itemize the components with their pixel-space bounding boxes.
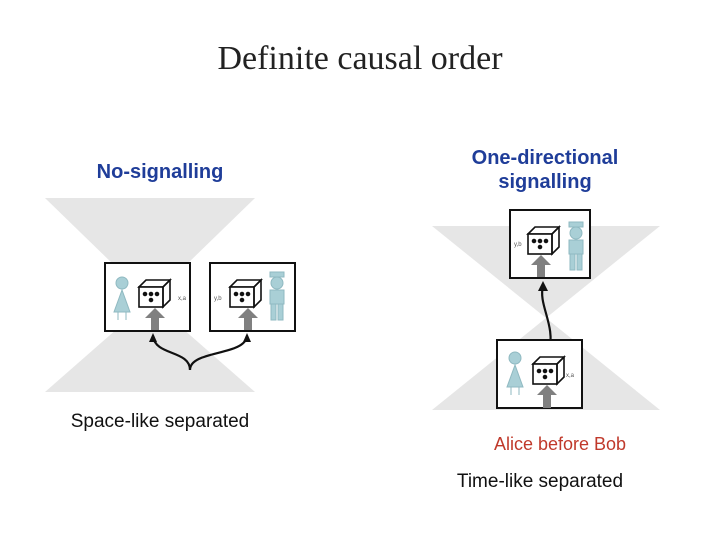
- right-caption: Time-like separated: [456, 471, 624, 492]
- left-cone-bottom: [45, 300, 255, 392]
- left-bob-input-arrow: [238, 308, 258, 330]
- right-ordering-caption: Alice before Bob: [493, 434, 627, 454]
- left-heading-text: No-signalling: [96, 161, 224, 183]
- right-heading: One-directional signalling: [430, 146, 660, 194]
- left-common-cause-curves: [149, 333, 251, 371]
- left-heading: No-signalling: [60, 160, 260, 184]
- left-alice-frame: [104, 262, 191, 332]
- right-bob-box-label: y,b: [514, 242, 522, 248]
- left-caption: Space-like separated: [70, 411, 250, 432]
- page-title: Definite causal order: [217, 40, 503, 77]
- right-alice-input-arrow: [537, 385, 557, 408]
- right-alice-frame: [496, 339, 583, 409]
- right-bob-frame: [509, 209, 591, 279]
- right-alice-box-icon: [531, 355, 566, 386]
- right-bob-figure: [568, 221, 584, 271]
- right-heading-line2: signalling: [498, 171, 592, 193]
- left-alice-input-arrow: [145, 308, 165, 330]
- right-heading-line1: One-directional: [471, 147, 619, 169]
- left-alice-figure: [113, 276, 131, 320]
- left-bob-box-label: y,b: [214, 296, 222, 302]
- left-bob-figure: [269, 271, 285, 321]
- left-bob-box-icon: [228, 278, 263, 309]
- right-bob-box-icon: [526, 225, 561, 256]
- right-bob-input-arrow: [531, 255, 551, 277]
- left-alice-box-label: x,a: [178, 296, 187, 302]
- right-alice-figure: [506, 351, 524, 395]
- right-alice-box-label: x,a: [566, 373, 575, 379]
- left-cone-top: [45, 198, 255, 300]
- left-bob-frame: [209, 262, 296, 332]
- left-alice-box-icon: [137, 278, 172, 309]
